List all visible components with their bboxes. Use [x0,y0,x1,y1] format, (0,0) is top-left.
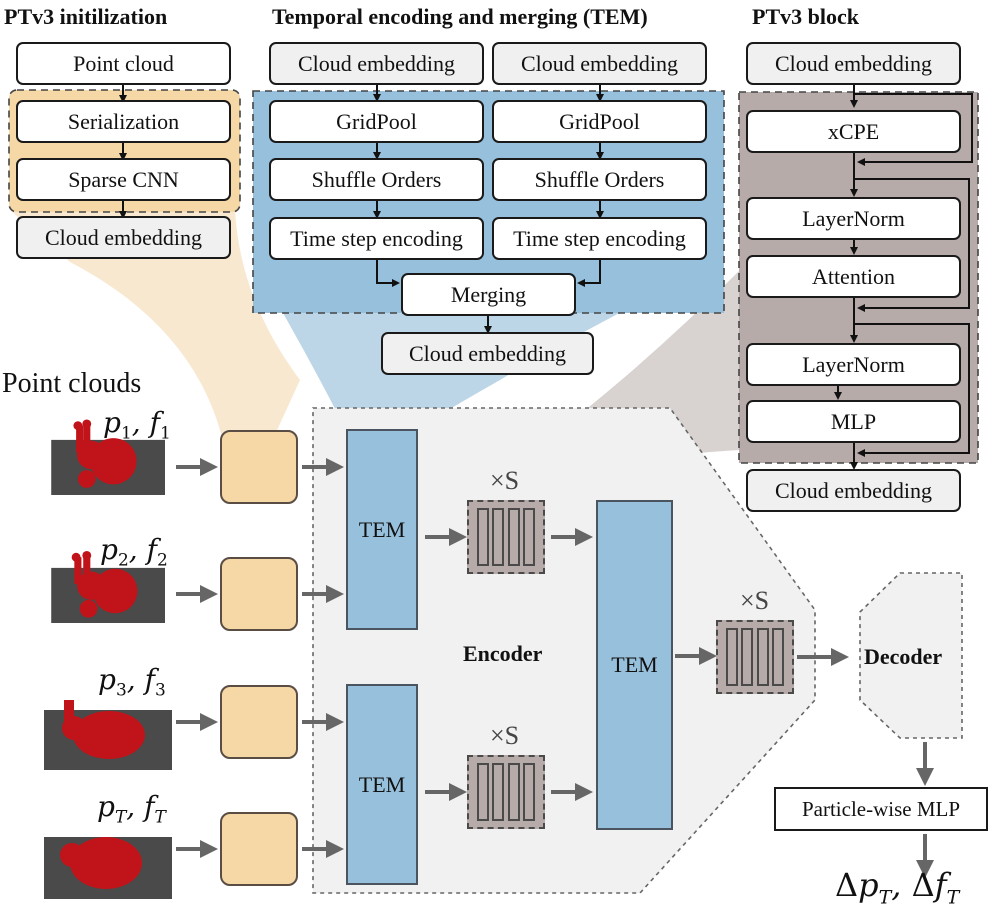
frame-label-T: pT, fT [97,790,166,828]
encoder-label: Encoder [463,641,543,666]
delta-symbol: Δ [911,866,935,904]
output-label: ΔpT, ΔfT [835,866,960,909]
init-title: PTv3 initilization [4,4,168,29]
f-symbol: f [144,663,155,696]
gridpool-node-1: GridPool [269,100,484,143]
mlp-node: MLP [746,400,961,443]
attention-node: Attention [746,255,961,298]
decoder-hull [859,572,963,739]
layernorm-node-2: LayerNorm [746,343,961,386]
subscript: T [114,807,127,828]
tem-block-3: TEM [596,500,673,830]
ptv3-block-stack-1 [467,500,545,574]
tem-title: Temporal encoding and merging (TEM) [272,4,648,29]
ptv3-init-block-2 [220,557,298,631]
shuffle-orders-node-1: Shuffle Orders [269,158,484,201]
f-symbol: f [149,406,160,439]
sparse-cnn-node: Sparse CNN [16,158,231,201]
subscript: 3 [115,680,127,701]
xcpe-node: xCPE [746,110,961,153]
tem-input-embedding-2: Cloud embedding [492,42,707,85]
tem-input-embedding-1: Cloud embedding [269,42,484,85]
ptv3-init-block-3 [220,685,298,759]
subscript: T [946,886,960,909]
ptv3-init-block-1 [220,430,298,504]
p-symbol: p [100,533,118,566]
repeat-label-3: ×S [740,586,770,615]
gridpool-node-2: GridPool [492,100,707,143]
frame-label-3: p3, f3 [98,663,166,701]
tem-output-embedding: Cloud embedding [381,332,594,375]
tem-block-2: TEM [346,684,418,885]
point-cloud-image-3 [44,700,172,770]
ptv3-init-block-T [220,812,298,886]
decoder-label: Decoder [864,644,943,669]
subscript: 2 [117,550,129,571]
serialization-node: Serialization [16,100,231,143]
time-step-encoding-node-2: Time step encoding [492,217,707,260]
subscript: 1 [159,423,171,444]
point-cloud-image-T [44,837,172,899]
subscript: 3 [154,680,166,701]
merging-node: Merging [401,273,576,316]
p-symbol: p [97,790,115,823]
block-output-embedding: Cloud embedding [746,469,961,512]
f-symbol: f [144,790,155,823]
layernorm-node-1: LayerNorm [746,197,961,240]
f-symbol: f [934,866,947,904]
f-symbol: f [146,533,157,566]
point-clouds-label: Point clouds [2,368,142,399]
p-symbol: p [98,663,116,696]
point-cloud-node: Point cloud [16,42,231,85]
init-output-embedding: Cloud embedding [16,216,231,259]
point-cloud-image-1 [51,419,165,495]
ptv3-block-stack-2 [467,755,545,829]
subscript: 2 [156,550,168,571]
repeat-label-1: ×S [490,466,520,495]
frame-label-2: p2, f2 [100,533,168,571]
tem-block-1: TEM [346,429,418,630]
subscript: T [878,886,892,909]
time-step-encoding-node-1: Time step encoding [269,217,484,260]
delta-symbol: Δ [835,866,859,904]
particle-wise-mlp-node: Particle-wise MLP [774,787,988,831]
block-input-embedding: Cloud embedding [746,42,961,85]
subscript: T [154,807,166,828]
init-funnel [10,210,300,450]
frame-label-1: p1, f1 [103,406,171,444]
subscript: 1 [120,423,132,444]
shuffle-orders-node-2: Shuffle Orders [492,158,707,201]
encoder-hull [312,407,816,894]
repeat-label-2: ×S [490,721,520,750]
point-cloud-image-2 [51,551,165,623]
ptv3-block-stack-3 [716,620,794,694]
block-title: PTv3 block [752,4,859,29]
p-symbol: p [103,406,121,439]
p-symbol: p [858,866,879,904]
